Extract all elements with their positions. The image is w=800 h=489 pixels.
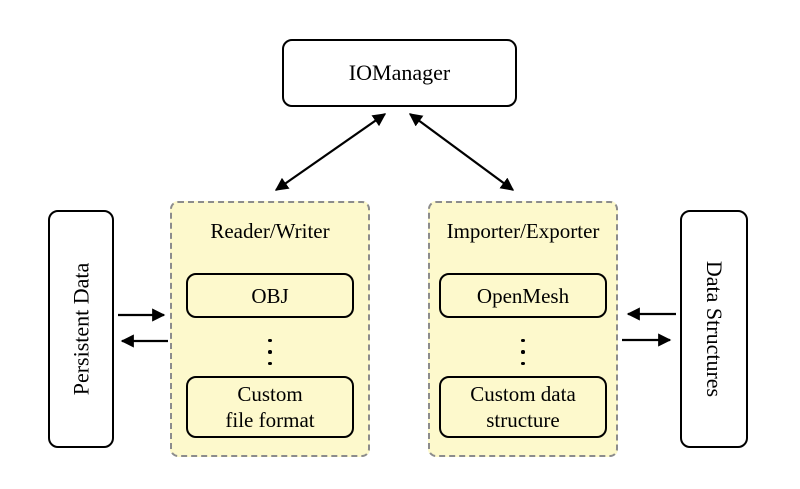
- node-openmesh: OpenMesh: [439, 273, 607, 318]
- node-openmesh-label: OpenMesh: [476, 283, 570, 308]
- node-custom-file-format-label: Custom file format: [225, 382, 315, 432]
- node-iomanager-label: IOManager: [348, 60, 451, 85]
- node-obj-label: OBJ: [251, 283, 289, 308]
- group-importer-exporter-title: Importer/Exporter: [446, 219, 600, 243]
- node-iomanager: IOManager: [282, 39, 517, 107]
- node-custom-data-structure: Custom data structure: [439, 376, 607, 438]
- group-reader-writer: Reader/Writer OBJ Custom file format: [170, 201, 370, 457]
- node-persistent-data: Persistent Data: [48, 210, 114, 448]
- arrow-iomanager-readerwriter: [274, 113, 387, 191]
- group-importer-exporter: Importer/Exporter OpenMesh Custom data s…: [428, 201, 618, 457]
- node-data-structures-label: Data Structures: [702, 260, 728, 398]
- vertical-ellipsis-icon: [172, 337, 368, 367]
- vertical-ellipsis-icon: [430, 337, 616, 367]
- node-custom-data-structure-label: Custom data structure: [470, 382, 576, 432]
- node-custom-file-format: Custom file format: [186, 376, 354, 438]
- arrow-iomanager-importerexporter: [408, 113, 515, 191]
- node-persistent-data-label: Persistent Data: [68, 262, 93, 396]
- node-data-structures: Data Structures: [680, 210, 748, 448]
- group-reader-writer-title: Reader/Writer: [210, 219, 330, 243]
- node-obj: OBJ: [186, 273, 354, 318]
